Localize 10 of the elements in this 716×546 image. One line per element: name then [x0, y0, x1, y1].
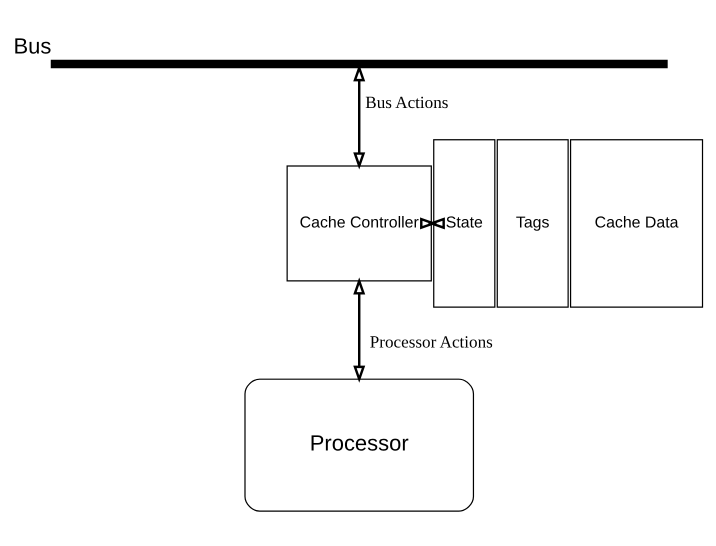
arrow [353, 276, 366, 382]
node-box: Cache Controller [286, 164, 432, 281]
node-box: Tags [496, 138, 569, 308]
edge-label: Bus Actions [365, 92, 448, 112]
edge-label: Processor Actions [370, 332, 493, 352]
arrow [420, 216, 445, 229]
node-box [50, 59, 668, 68]
node-box: Processor [244, 378, 474, 512]
node-label: Bus [13, 32, 52, 58]
node-box: Cache Data [570, 138, 704, 308]
